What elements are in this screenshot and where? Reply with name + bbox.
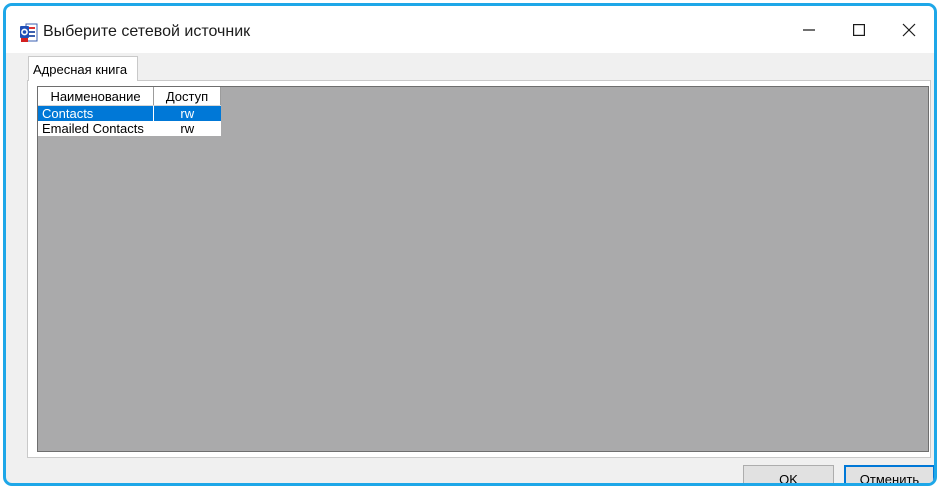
window-controls: [784, 6, 934, 53]
tab-label: Адресная книга: [33, 62, 128, 77]
address-book-app-icon: [20, 23, 38, 43]
row-access: rw: [153, 121, 221, 136]
maximize-button[interactable]: [834, 6, 884, 53]
column-header-name[interactable]: Наименование: [38, 87, 154, 106]
row-name: Emailed Contacts: [42, 121, 144, 136]
row-name: Contacts: [42, 106, 94, 121]
tab-panel: Наименование Доступ Contacts rw Emailed …: [27, 80, 931, 458]
table-row[interactable]: Contacts rw: [38, 105, 221, 121]
dialog-window: Выберите сетевой источник Адресная книг: [3, 3, 937, 486]
maximize-icon: [853, 23, 865, 36]
address-book-grid[interactable]: Наименование Доступ Contacts rw Emailed …: [37, 86, 929, 452]
minimize-button[interactable]: [784, 6, 834, 53]
ok-button[interactable]: OK: [743, 465, 834, 483]
title-bar[interactable]: Выберите сетевой источник: [6, 6, 934, 53]
close-button[interactable]: [884, 6, 934, 53]
window-title: Выберите сетевой источник: [43, 23, 251, 40]
minimize-icon: [803, 28, 815, 31]
tab-address-book[interactable]: Адресная книга: [28, 56, 138, 81]
row-access: rw: [153, 105, 221, 121]
sources-table: Наименование Доступ Contacts rw Emailed …: [38, 87, 221, 136]
cancel-button[interactable]: Отменить: [844, 465, 934, 483]
close-icon: [902, 23, 916, 36]
column-header-access[interactable]: Доступ: [153, 87, 221, 106]
table-row[interactable]: Emailed Contacts rw: [38, 121, 221, 136]
